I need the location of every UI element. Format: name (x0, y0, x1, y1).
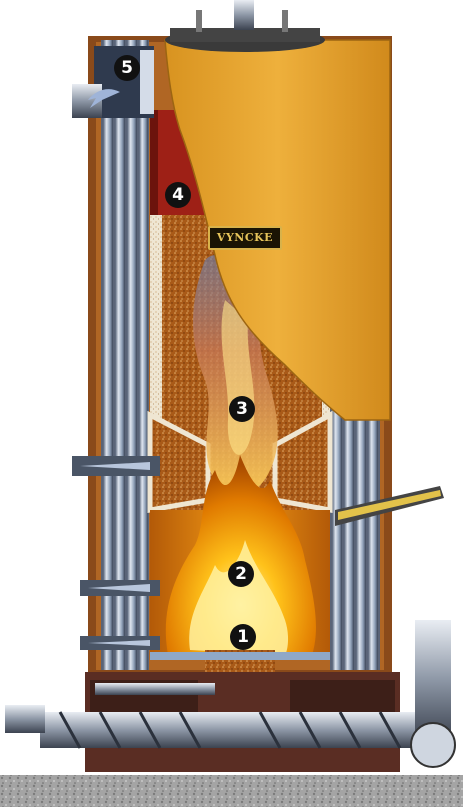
left-tube-bank (101, 40, 149, 670)
label-2: 2 (228, 561, 254, 587)
label-3: 3 (229, 396, 255, 422)
ground-slab (0, 775, 463, 807)
flue-outlet-icon (72, 46, 154, 118)
label-5: 5 (114, 55, 140, 81)
label-1: 1 (230, 624, 256, 650)
label-4: 4 (165, 182, 191, 208)
brand-nameplate: VYNCKE (208, 226, 282, 250)
